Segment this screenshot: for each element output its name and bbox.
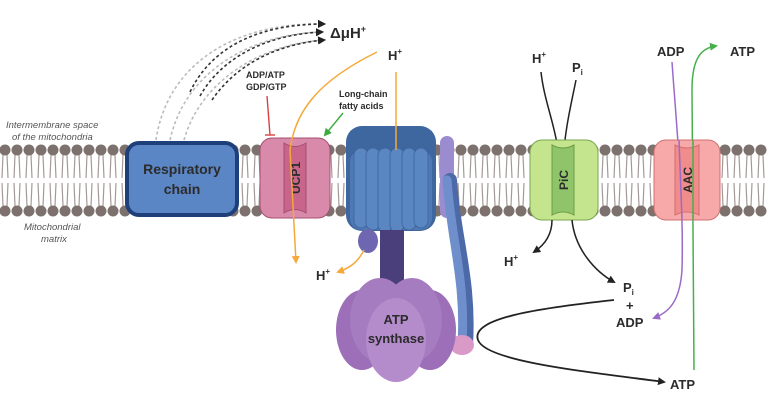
lipid <box>719 144 731 217</box>
pic-h-out-path <box>532 219 553 254</box>
ims-label-line2: of the mitochondria <box>12 132 93 143</box>
aac[interactable]: AAC <box>653 139 721 221</box>
lipid <box>479 144 491 217</box>
lipid <box>335 144 347 217</box>
ucp1-activators-line2: fatty acids <box>339 101 384 111</box>
pi-bottom: Pi <box>623 280 634 297</box>
matrix-label-line2: matrix <box>41 234 68 245</box>
proton-gradient-arrows <box>155 19 326 141</box>
lipid <box>623 144 635 217</box>
adp-import-path <box>652 61 684 320</box>
pic-h-in-path <box>540 71 559 151</box>
adp-top: ADP <box>657 44 685 59</box>
lipid <box>755 144 767 217</box>
ims-label-line1: Intermembrane space <box>6 120 98 131</box>
h-plus-synthase-out: H+ <box>316 267 330 283</box>
adp-bottom: ADP <box>616 315 644 330</box>
lipid <box>47 144 59 217</box>
lipid <box>107 144 119 217</box>
ucp1-inhibitors-line1: ADP/ATP <box>246 70 285 80</box>
synthase-proton-exit <box>336 249 365 274</box>
peripheral-stalk <box>440 136 474 355</box>
epsilon-subunit <box>358 229 378 253</box>
ucp1-inhibitors-line2: GDP/GTP <box>246 82 287 92</box>
lipid <box>491 144 503 217</box>
lipid <box>503 144 515 217</box>
activation-arrow <box>323 112 344 137</box>
lipid <box>35 144 47 217</box>
atp-export-path <box>691 42 718 371</box>
respiratory-chain[interactable]: Respiratory chain <box>125 141 239 217</box>
lipid <box>239 144 251 217</box>
ucp1[interactable]: UCP1 <box>259 137 331 219</box>
pic[interactable]: PiC <box>529 139 599 221</box>
lipid <box>59 144 71 217</box>
lipid <box>0 144 11 217</box>
respiratory-chain-label-line2: chain <box>164 181 201 197</box>
lipid <box>599 144 611 217</box>
atp-top: ATP <box>730 44 755 59</box>
pic-label: PiC <box>557 170 571 190</box>
matrix-label-line1: Mitochondrial <box>24 222 81 233</box>
adp-import-front <box>678 139 683 221</box>
lipid <box>743 144 755 217</box>
proton-gradient-label: ΔμH+ <box>330 24 366 42</box>
h-plus-pic-top: H+ <box>532 50 546 66</box>
pi-pic-top: Pi <box>572 60 583 77</box>
atp-bottom: ATP <box>670 377 695 392</box>
h-plus-top: H+ <box>388 47 402 63</box>
lipid <box>11 144 23 217</box>
h-plus-pic-bottom: H+ <box>504 253 518 269</box>
ucp1-activators-line1: Long-chain <box>339 89 388 99</box>
atp-synthase-label-line1: ATP <box>383 312 408 327</box>
atp-synthase-f1[interactable]: ATP synthase <box>336 278 456 382</box>
respiratory-chain-label-line1: Respiratory <box>143 161 221 177</box>
lipid <box>71 144 83 217</box>
inhibition-arrow <box>265 95 275 136</box>
lipid <box>95 144 107 217</box>
ucp1-proton-path <box>289 51 378 264</box>
lipid <box>23 144 35 217</box>
lipid <box>635 144 647 217</box>
lipid <box>611 144 623 217</box>
atp-synthesis-loop <box>476 299 666 386</box>
atp-synthase-f0[interactable] <box>346 126 436 233</box>
atp-synthase-label-line2: synthase <box>368 331 424 346</box>
lipid <box>515 144 527 217</box>
lipid <box>467 144 479 217</box>
plus-sign: + <box>626 298 634 313</box>
pic-pi-out-path <box>571 219 616 283</box>
lipid <box>83 144 95 217</box>
aac-label: AAC <box>681 167 695 193</box>
lipid <box>731 144 743 217</box>
